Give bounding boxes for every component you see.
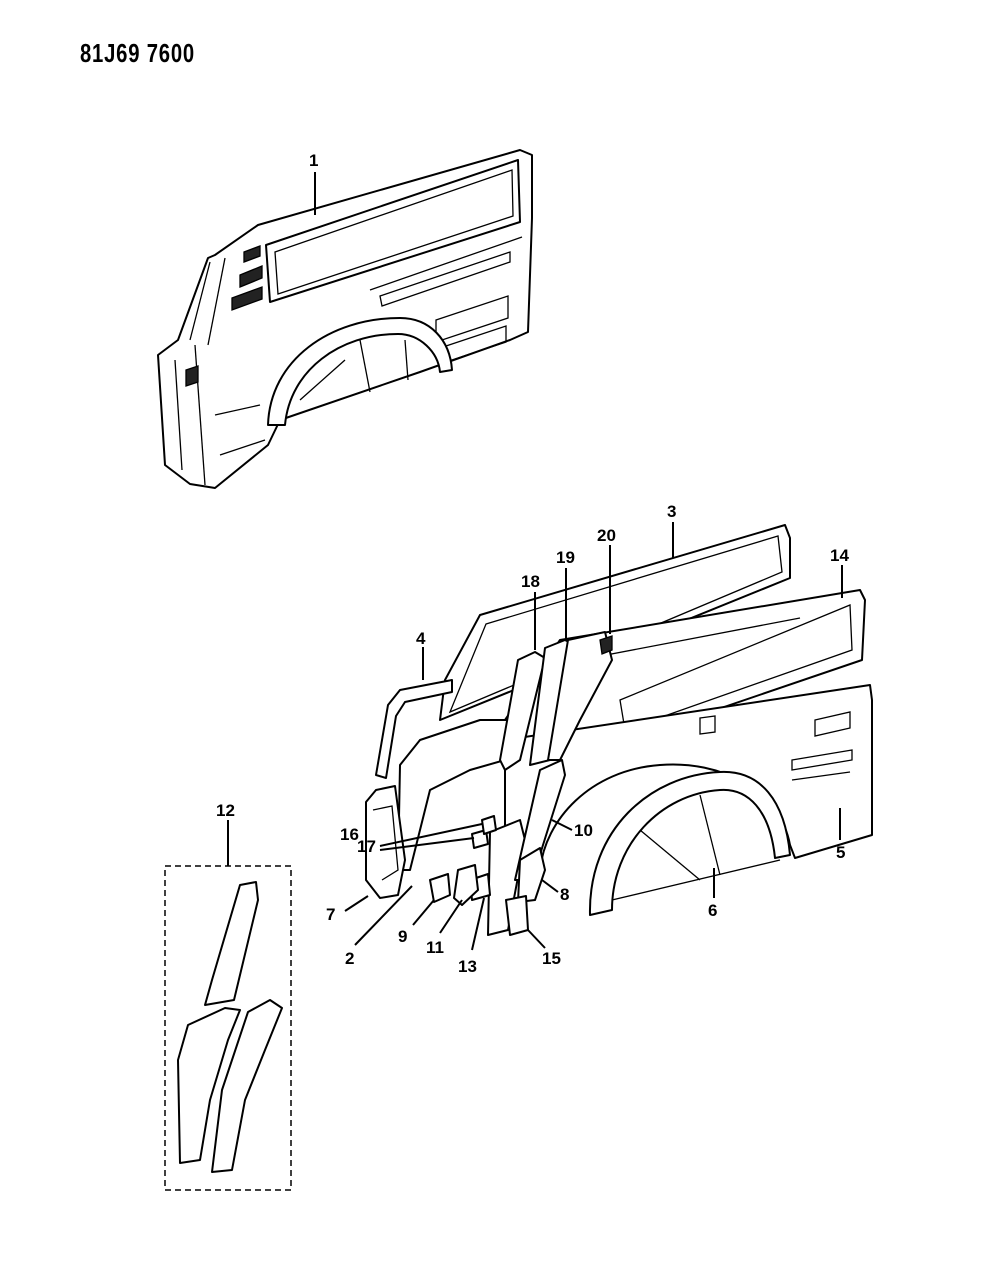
callout-12: 12 xyxy=(216,801,235,820)
leader-lines xyxy=(227,172,843,951)
callout-1: 1 xyxy=(309,151,318,170)
callout-16: 16 xyxy=(340,825,359,844)
callout-3: 3 xyxy=(667,502,676,521)
pillar-pieces xyxy=(499,631,613,771)
callout-11: 11 xyxy=(426,938,444,957)
callout-7: 7 xyxy=(326,905,335,924)
callout-17: 17 xyxy=(357,837,376,856)
callout-labels: 1 2 3 4 5 6 7 8 9 10 11 12 13 14 15 16 1… xyxy=(216,151,849,976)
callout-13: 13 xyxy=(458,957,477,976)
callout-18: 18 xyxy=(521,572,540,591)
document-id: 81J69 7600 xyxy=(80,38,195,68)
callout-4: 4 xyxy=(416,629,426,648)
callout-8: 8 xyxy=(560,885,569,904)
front-pillar-trim xyxy=(365,719,511,899)
callout-2: 2 xyxy=(345,949,354,968)
callout-6: 6 xyxy=(708,901,717,920)
quarter-panel-assembly xyxy=(157,149,533,489)
callout-14: 14 xyxy=(830,546,849,565)
wheelhouse xyxy=(588,770,791,916)
lower-brackets xyxy=(429,759,566,936)
callout-5: 5 xyxy=(836,843,845,862)
trim-strip xyxy=(375,679,453,779)
callout-15: 15 xyxy=(542,949,561,968)
kit-12-box xyxy=(164,865,292,1191)
callout-19: 19 xyxy=(556,548,575,567)
callout-20: 20 xyxy=(597,526,616,545)
callout-9: 9 xyxy=(398,927,407,946)
callout-10: 10 xyxy=(574,821,593,840)
